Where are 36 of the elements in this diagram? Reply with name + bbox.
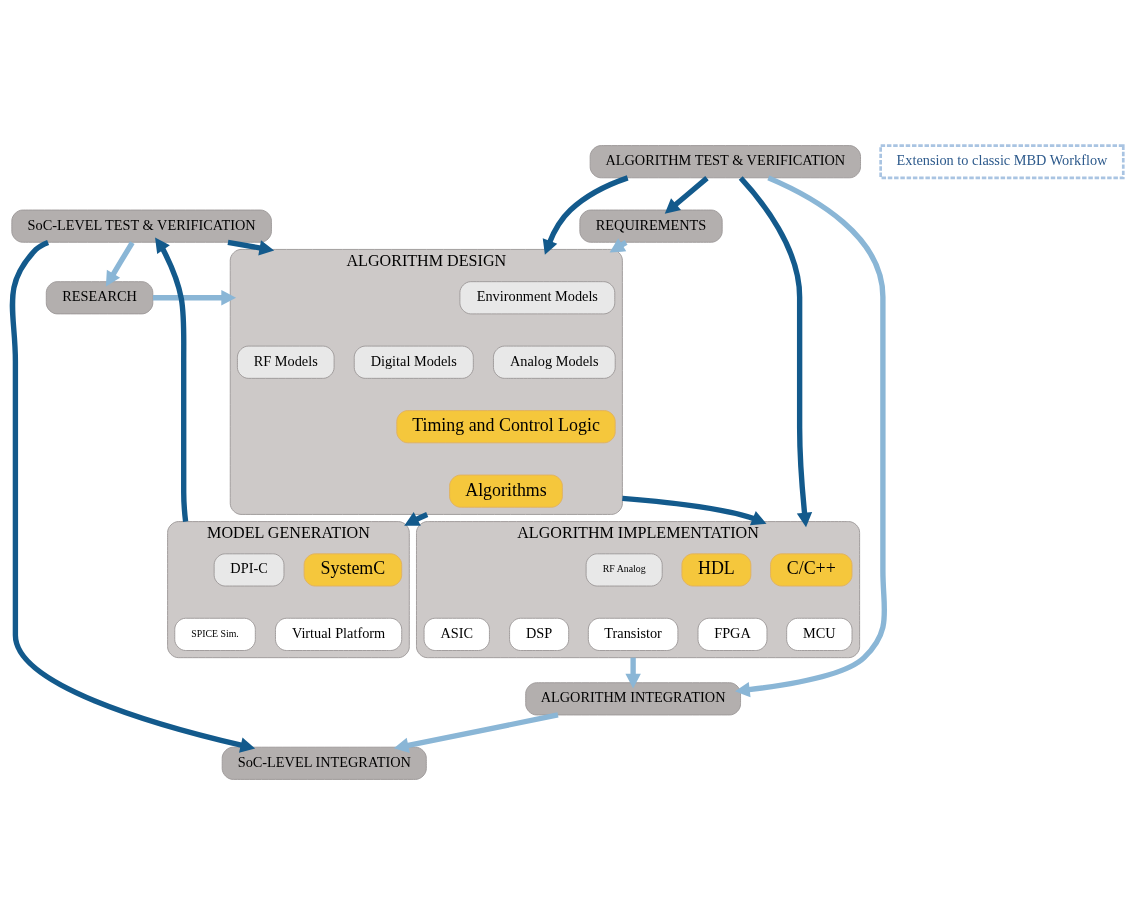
legend-label: Extension to classic MBD Workflow [896,151,1108,168]
node-box: SystemC [303,552,403,586]
node-box: REQUIREMENTS [579,209,723,243]
arrow [153,289,237,305]
arrow [735,174,888,697]
arrow [227,239,275,255]
arrow [625,657,641,688]
arrow [155,237,189,522]
node-box: SoC-LEVEL TEST & VERIFICATION [11,209,272,243]
arrow [105,240,135,286]
arrow [738,175,813,527]
node-box: ALGORITHM INTEGRATION [525,681,741,715]
node-box: DPI-C [213,552,285,586]
node-box: SoC-LEVEL INTEGRATION [221,746,427,780]
node-box: Timing and Control Logic [396,409,616,443]
node-box: HDL [681,552,752,586]
node-box: ALGORITHM TEST & VERIFICATION [589,144,861,178]
node-box: Analog Models [493,345,616,379]
arrow [9,239,256,753]
node-box: SPICE Sim. [174,617,256,651]
node-box: Algorithms [449,474,563,508]
arrow [393,711,559,753]
node-box: RF Analog [585,552,663,586]
node-box: C/C++ [770,552,853,586]
node-box: Environment Models [459,280,616,314]
node-box: DSP [509,617,570,651]
node-box: RESEARCH [45,280,154,314]
node-box: FPGA [697,617,768,651]
node-box: MCU [786,617,853,651]
node-box: Digital Models [353,345,474,379]
node-box: ASIC [423,617,490,651]
arrow [664,175,709,214]
node-box: Transistor [587,617,679,651]
arrow [622,495,767,525]
node-box: Virtual Platform [275,617,403,651]
node-box: RF Models [236,345,335,379]
